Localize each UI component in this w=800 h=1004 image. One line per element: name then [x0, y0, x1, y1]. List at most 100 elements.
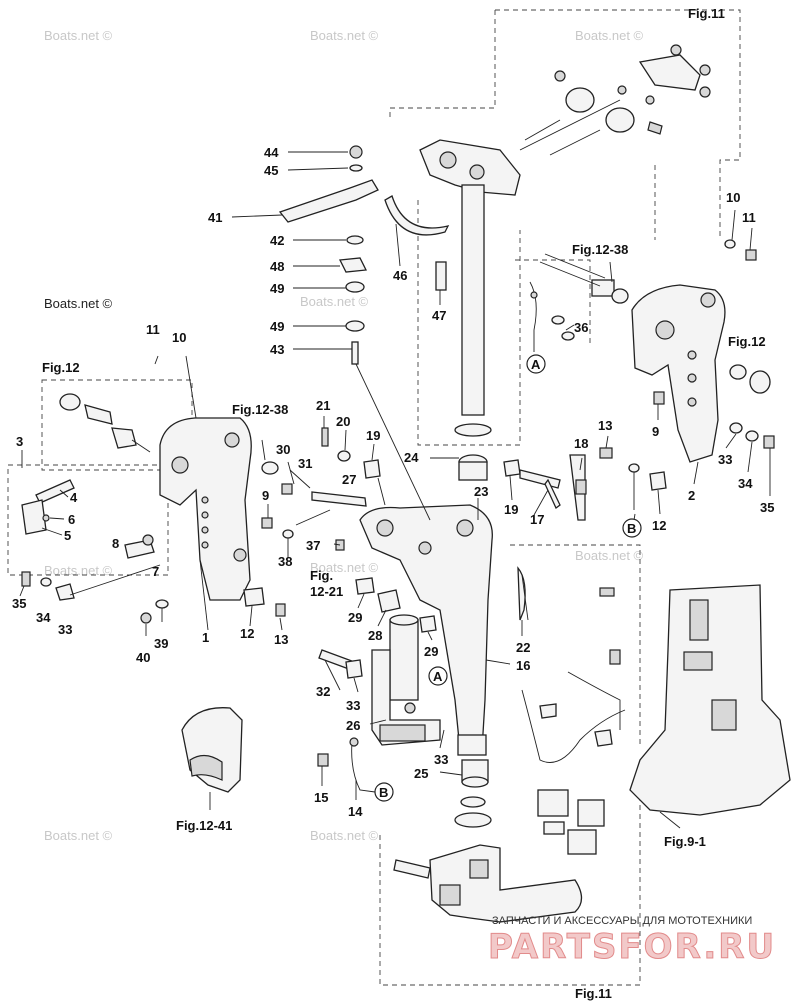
part-label-12: 12 [240, 626, 254, 641]
steering-arm-assembly [419, 44, 711, 196]
figure-ref-fig11-bottom: Fig.11 [575, 986, 612, 1001]
part-label-20: 20 [336, 414, 350, 429]
part-label-32: 32 [316, 684, 330, 699]
part-label-11: 11 [146, 322, 160, 337]
leader-lines [19, 151, 771, 829]
figure-ref-fig11-top: Fig.11 [688, 6, 725, 21]
part-label-13: 13 [598, 418, 612, 433]
watermark: Boats.net © [44, 28, 113, 43]
figure-ref-fig12-left: Fig.12 [42, 360, 80, 375]
part-label-24: 24 [404, 450, 419, 465]
ground-lead-parts [317, 737, 376, 793]
part-label-29: 29 [424, 644, 438, 659]
part-label-10: 10 [726, 190, 740, 205]
branding-subtitle: ЗАПЧАСТИ И АКСЕССУАРЫ ДЛЯ МОТОТЕХНИКИ [492, 915, 752, 927]
watermark: Boats.net © [310, 28, 379, 43]
part-label-27: 27 [342, 472, 356, 487]
figure-ref-fig12-38-left: Fig.12-38 [232, 402, 288, 417]
part-label-15: 15 [314, 790, 328, 805]
part-label-35: 35 [760, 500, 774, 515]
part-label-7: 7 [152, 564, 159, 579]
clamp-bracket-left [159, 417, 252, 601]
dashed-reference-outlines [7, 9, 741, 986]
part-label-4: 4 [70, 490, 78, 505]
connector-a: A [433, 669, 443, 684]
figure-ref-fig12-21-line1: Fig. [310, 568, 333, 583]
part-label-19: 19 [366, 428, 380, 443]
watermark: Boats.net © [300, 294, 369, 309]
part-label-48: 48 [270, 259, 284, 274]
trim-sensor-wire [529, 281, 575, 352]
clamp-bracket-right [539, 239, 775, 463]
part-label-10: 10 [172, 330, 186, 345]
figure-ref-fig9-1: Fig.9-1 [664, 834, 706, 849]
part-label-9: 9 [652, 424, 659, 439]
part-label-39: 39 [154, 636, 168, 651]
figure-ref-fig12-38-right: Fig.12-38 [572, 242, 628, 257]
part-label-41: 41 [208, 210, 222, 225]
part-label-33: 33 [346, 698, 360, 713]
part-label-36: 36 [574, 320, 588, 335]
branding-logo: PARTSFOR.RU [488, 927, 776, 967]
lever-spring-parts [21, 479, 155, 559]
part-label-30: 30 [276, 442, 290, 457]
part-label-19: 19 [504, 502, 518, 517]
part-label-9: 9 [262, 488, 269, 503]
part-label-14: 14 [348, 804, 363, 819]
tilt-cylinder [371, 614, 441, 746]
swivel-bracket [359, 504, 493, 756]
part-label-46: 46 [393, 268, 407, 283]
part-label-42: 42 [270, 233, 284, 248]
lower-left-fasteners [21, 571, 286, 624]
part-label-47: 47 [432, 308, 446, 323]
part-label-43: 43 [270, 342, 284, 357]
part-label-21: 21 [316, 398, 330, 413]
part-label-16: 16 [516, 658, 530, 673]
part-label-29: 29 [348, 610, 362, 625]
partsfor-branding: ЗАПЧАСТИ И АКСЕССУАРЫ ДЛЯ МОТОТЕХНИКИ PA… [488, 915, 776, 968]
tilt-lock-small-assembly [59, 393, 151, 453]
part-label-33: 33 [58, 622, 72, 637]
figure-references: Fig.11 Fig.12 Fig.12 Fig.12-38 Fig.12-38… [42, 6, 766, 1001]
figure-ref-fig12-21-line2: 12-21 [310, 584, 343, 599]
part-label-2: 2 [688, 488, 695, 503]
part-label-45: 45 [264, 163, 278, 178]
steering-shaft [454, 184, 492, 481]
part-label-34: 34 [36, 610, 51, 625]
part-label-22: 22 [516, 640, 530, 655]
part-label-11: 11 [742, 210, 756, 225]
connector-markers: A A B B [374, 354, 642, 802]
ground-cable-and-anodes [521, 587, 626, 855]
part-label-49: 49 [270, 319, 284, 334]
watermark: Boats.net © [310, 828, 379, 843]
part-label-18: 18 [574, 436, 588, 451]
bottom-clamp-assembly [393, 844, 583, 923]
lower-casing-outline [629, 584, 791, 816]
steering-lever-parts [278, 145, 450, 365]
watermark-layer: Boats.net © Boats.net © Boats.net © Boat… [44, 28, 644, 843]
connector-a: A [531, 357, 541, 372]
part-label-33: 33 [434, 752, 448, 767]
part-label-26: 26 [346, 718, 360, 733]
pins-and-bolts [261, 427, 529, 679]
bushings [454, 759, 492, 828]
tilt-stopper-parts [503, 447, 667, 521]
connector-b: B [627, 521, 636, 536]
part-label-1: 1 [202, 630, 209, 645]
part-label-49: 49 [270, 281, 284, 296]
part-label-6: 6 [68, 512, 75, 527]
part-label-13: 13 [274, 632, 288, 647]
part-label-12: 12 [652, 518, 666, 533]
part-label-31: 31 [298, 456, 312, 471]
figure-ref-fig12-right: Fig.12 [728, 334, 766, 349]
part-label-38: 38 [278, 554, 292, 569]
part-label-28: 28 [368, 628, 382, 643]
part-label-25: 25 [414, 766, 428, 781]
watermark: Boats.net © [44, 296, 113, 311]
watermark: Boats.net © [575, 28, 644, 43]
watermark: Boats.net © [575, 548, 644, 563]
part-label-44: 44 [264, 145, 279, 160]
connector-b: B [379, 785, 388, 800]
